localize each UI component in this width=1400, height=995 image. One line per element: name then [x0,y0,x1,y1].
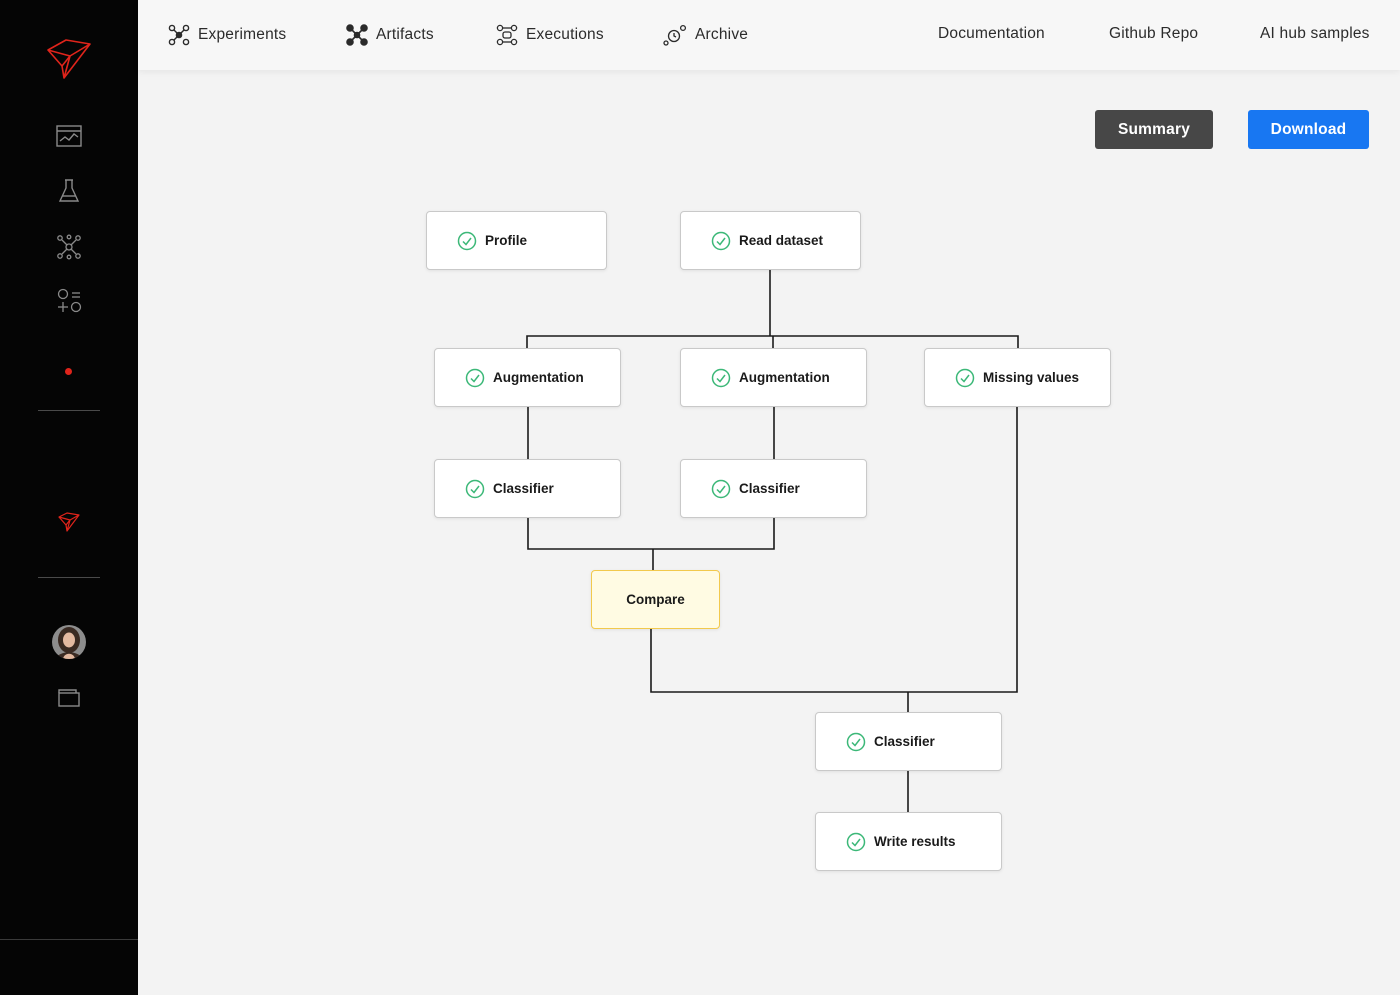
cube-small-icon[interactable] [49,501,89,541]
edge [526,335,1019,348]
node-label: Classifier [493,481,554,496]
node-classifier-2[interactable]: Classifier [680,459,867,518]
node-label: Compare [626,592,685,607]
check-circle-icon [457,231,477,250]
nav-artifacts-label: Artifacts [376,26,434,43]
archive-icon [663,24,687,46]
node-label: Classifier [739,481,800,496]
summary-button[interactable]: Summary [1095,110,1213,149]
sidebar [0,0,138,995]
experiments-icon [168,24,190,46]
node-classifier-3[interactable]: Classifier [815,712,1002,771]
check-circle-icon [711,479,731,498]
check-circle-icon [465,368,485,387]
check-circle-icon [846,732,866,751]
logo-cube-icon[interactable] [40,32,98,86]
nav-archive-label: Archive [695,26,749,43]
shapes-icon[interactable] [49,280,89,320]
nav-experiments-label: Experiments [198,26,287,43]
node-augmentation-2[interactable]: Augmentation [680,348,867,407]
sidebar-divider [38,577,100,578]
node-label: Profile [485,233,528,248]
node-compare[interactable]: Compare [591,570,720,629]
nav-documentation[interactable]: Documentation [938,25,1045,42]
dashboard-icon[interactable] [49,116,89,156]
nav-ai-hub-samples[interactable]: AI hub samples [1260,25,1370,42]
check-circle-icon [711,231,731,250]
folder-icon[interactable] [49,678,89,718]
node-augmentation-1[interactable]: Augmentation [434,348,621,407]
node-label: Read dataset [739,233,824,248]
node-label: Write results [874,834,956,849]
node-label: Missing values [983,370,1080,385]
check-circle-icon [846,832,866,851]
download-button[interactable]: Download [1248,110,1369,149]
nav-executions-label: Executions [526,26,604,43]
avatar[interactable] [52,625,86,659]
nav-github-repo[interactable]: Github Repo [1109,25,1199,42]
nav-archive[interactable]: Archive [663,22,748,48]
node-label: Classifier [874,734,935,749]
node-label: Augmentation [739,370,830,385]
check-circle-icon [955,368,975,387]
sidebar-footer-divider [0,939,138,940]
status-dot [65,368,72,375]
node-read-dataset[interactable]: Read dataset [680,211,861,270]
node-profile[interactable]: Profile [426,211,607,270]
node-label: Augmentation [493,370,584,385]
check-circle-icon [711,368,731,387]
check-circle-icon [465,479,485,498]
node-missing-values[interactable]: Missing values [924,348,1111,407]
node-classifier-1[interactable]: Classifier [434,459,621,518]
flask-icon[interactable] [49,171,89,211]
executions-icon [496,24,518,46]
node-write-results[interactable]: Write results [815,812,1002,871]
sidebar-divider [38,410,100,411]
network-icon[interactable] [49,227,89,267]
nav-executions[interactable]: Executions [496,22,604,48]
edge [527,518,775,550]
top-nav-bar: Experiments Artifacts Executions [138,0,1400,70]
artifacts-icon [346,24,368,46]
edge [650,407,1018,693]
nav-experiments[interactable]: Experiments [168,22,286,48]
nav-artifacts[interactable]: Artifacts [346,22,434,48]
